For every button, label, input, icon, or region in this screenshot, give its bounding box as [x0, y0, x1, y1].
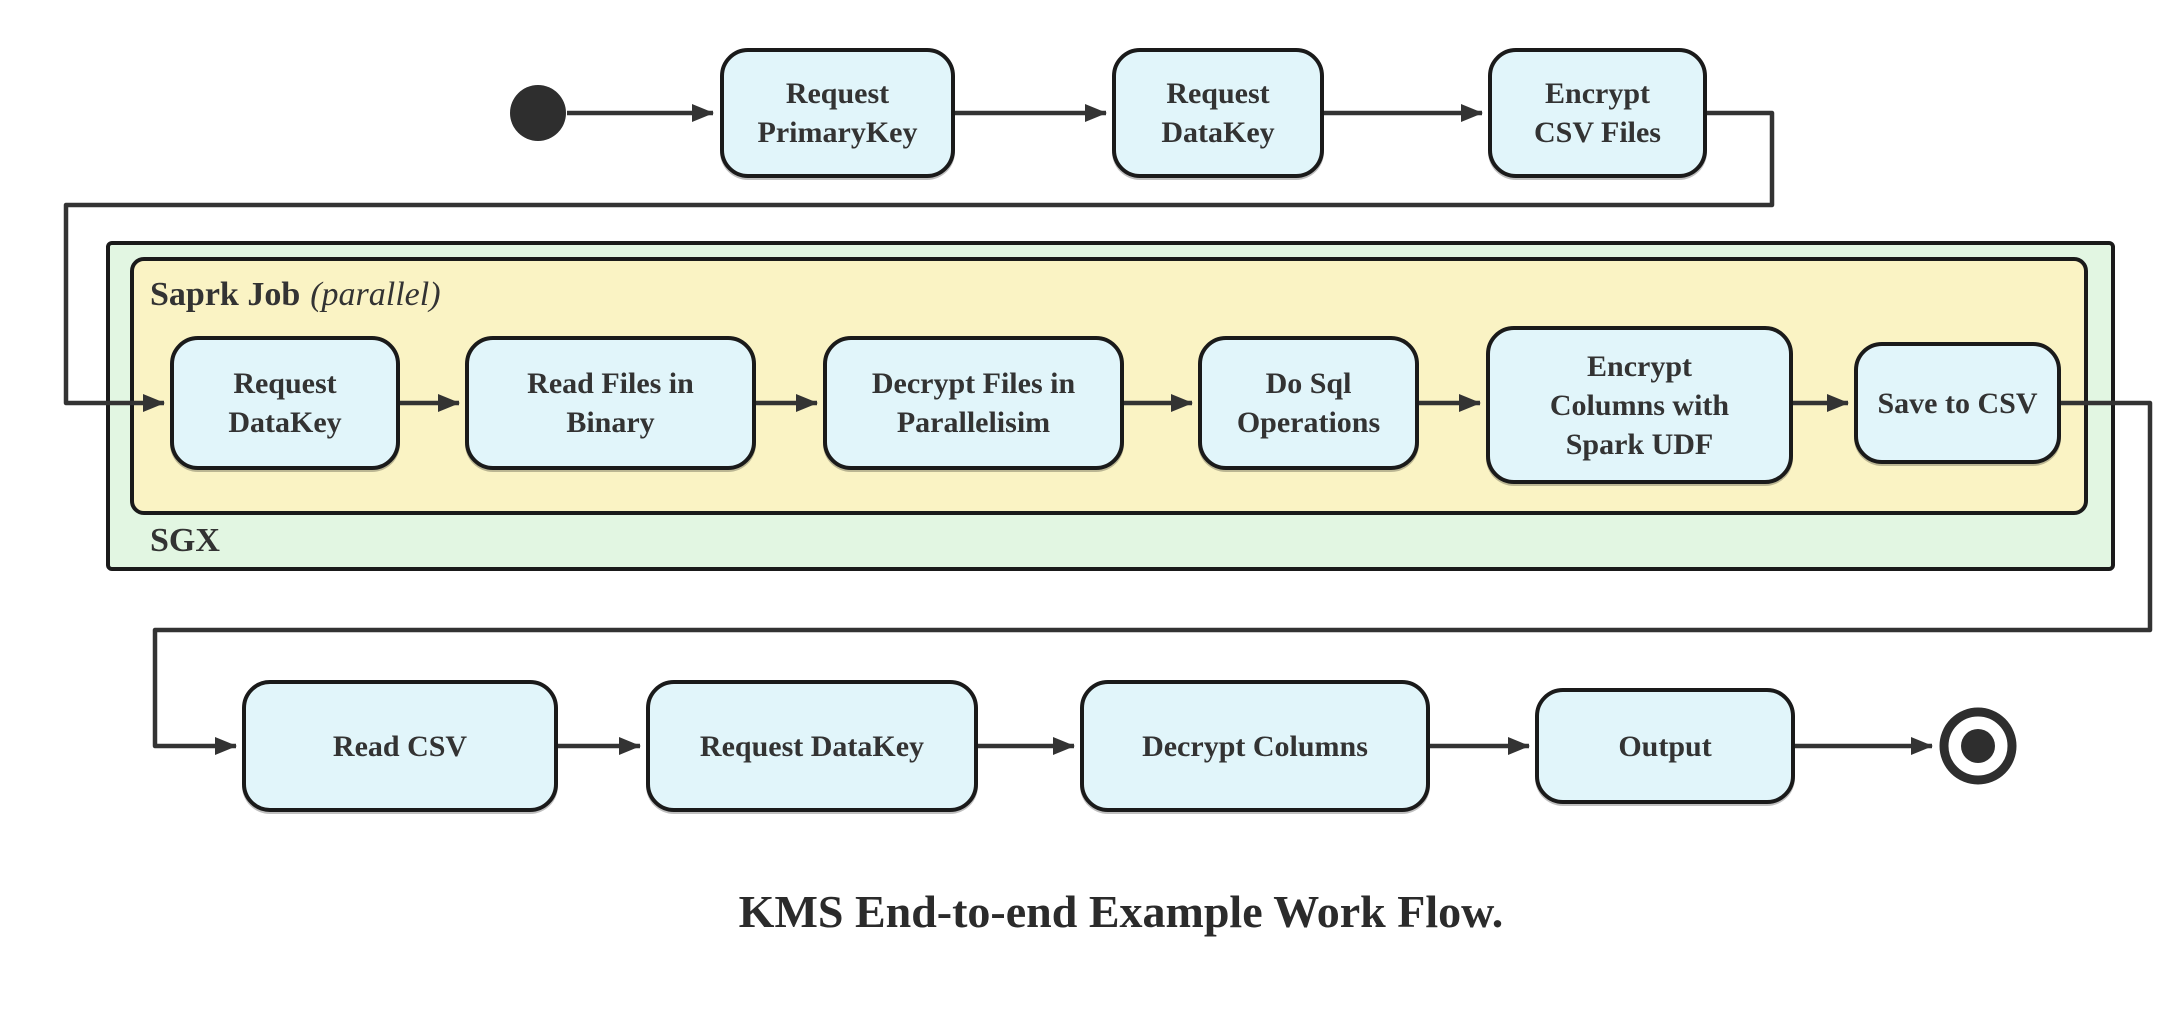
state-save-to-csv: Save to CSV: [1854, 342, 2061, 464]
state-output: Output: [1535, 688, 1795, 804]
state-decrypt-files-in-parallelisim: Decrypt Files in Parallelisim: [823, 336, 1124, 470]
sgx-container-label: SGX: [150, 522, 220, 559]
state-read-files-in-binary: Read Files in Binary: [465, 336, 756, 470]
state-request-datakey-top: Request DataKey: [1112, 48, 1324, 178]
edge-save-csv-to-read-csv: [152, 400, 2153, 755]
state-do-sql-operations: Do Sql Operations: [1198, 336, 1419, 470]
state-encrypt-columns-with-spark-udf: Encrypt Columns with Spark UDF: [1486, 326, 1793, 484]
diagram-caption: KMS End-to-end Example Work Flow.: [738, 886, 1504, 937]
spark-job-label-italic: (parallel): [310, 276, 441, 313]
state-spark-request-datakey: Request DataKey: [170, 336, 400, 470]
state-decrypt-columns: Decrypt Columns: [1080, 680, 1430, 812]
start-state: [510, 85, 566, 141]
spark-job-container-label: Saprk Job(parallel): [150, 276, 441, 314]
state-encrypt-csv-files: Encrypt CSV Files: [1488, 48, 1707, 178]
edge-encrypt-csv-to-spark-request-datakey: [63, 110, 1775, 412]
state-request-datakey-bottom: Request DataKey: [646, 680, 978, 812]
state-read-csv: Read CSV: [242, 680, 558, 812]
spark-job-label-bold: Saprk Job: [150, 276, 301, 313]
end-state-dot: [1961, 729, 1995, 763]
state-request-primarykey: Request PrimaryKey: [720, 48, 955, 178]
